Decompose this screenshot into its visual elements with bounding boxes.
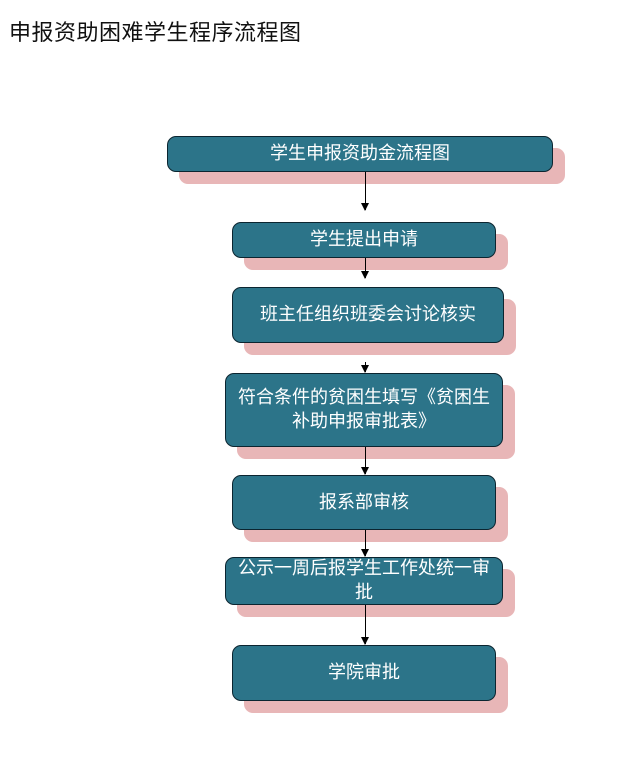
node-label: 报系部审核 bbox=[319, 491, 409, 513]
page-title: 申报资助困难学生程序流程图 bbox=[9, 21, 302, 46]
node-label: 符合条件的贫困生填写《贫困生补助申报审批表》 bbox=[238, 387, 490, 432]
node-box: 学院审批 bbox=[232, 645, 496, 701]
node-box: 报系部审核 bbox=[232, 475, 496, 530]
node-label: 学生申报资助金流程图 bbox=[270, 143, 450, 164]
node-label: 学生提出申请 bbox=[310, 229, 418, 250]
flow-arrow bbox=[361, 258, 369, 279]
node-label: 公示一周后报学生工作处统一审批 bbox=[238, 558, 490, 603]
flow-arrow bbox=[361, 530, 369, 557]
node-box: 公示一周后报学生工作处统一审批 bbox=[225, 557, 503, 605]
node-box: 学生提出申请 bbox=[232, 222, 496, 258]
flow-arrow bbox=[361, 605, 369, 645]
flow-arrow bbox=[361, 362, 369, 373]
flow-arrow bbox=[361, 447, 369, 475]
node-label: 班主任组织班委会讨论核实 bbox=[260, 304, 476, 325]
node-box: 符合条件的贫困生填写《贫困生补助申报审批表》 bbox=[225, 373, 503, 447]
node-label: 学院审批 bbox=[328, 662, 400, 683]
flow-arrow bbox=[361, 172, 369, 211]
node-box: 学生申报资助金流程图 bbox=[167, 136, 553, 172]
node-box: 班主任组织班委会讨论核实 bbox=[232, 287, 504, 343]
